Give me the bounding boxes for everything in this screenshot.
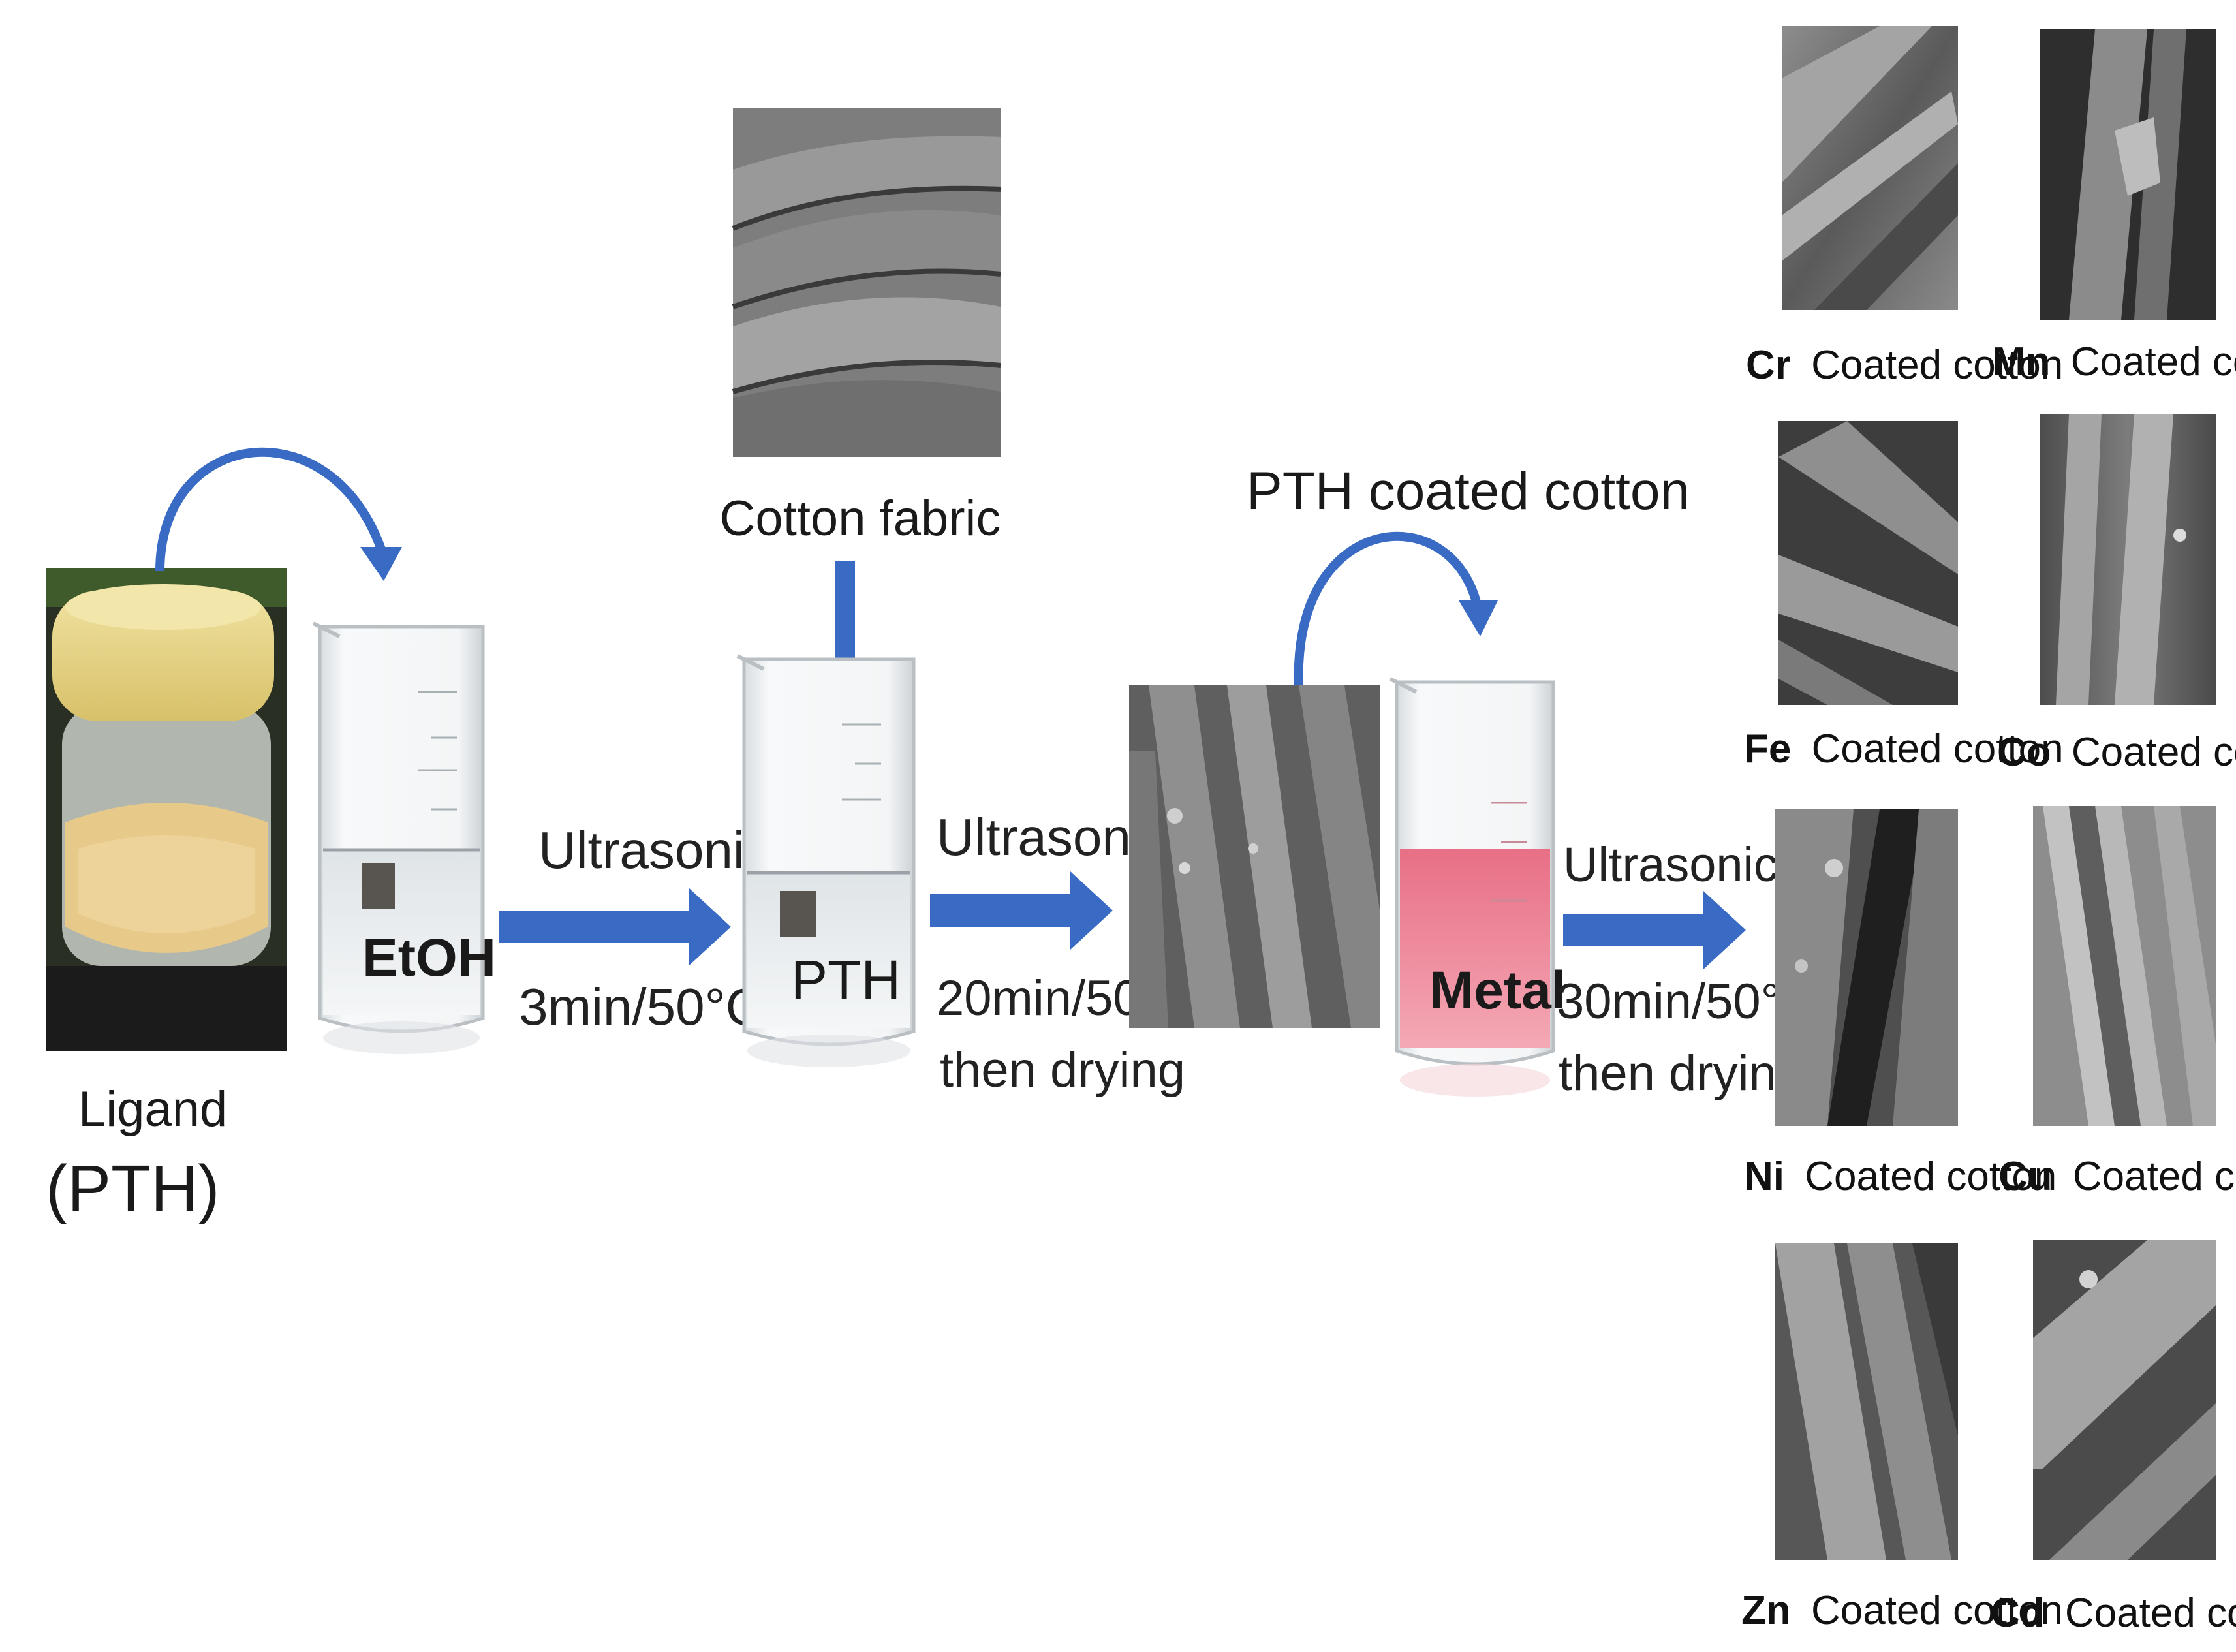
ligand-jar-photo [46, 568, 287, 1051]
curved-arrow-coated-to-metal [1294, 531, 1483, 686]
label-cu-element: Cu [1998, 1154, 2053, 1199]
sem-image-zn [1775, 1243, 1958, 1560]
metal-beaker [1389, 677, 1555, 1097]
label-cu-suffix: Coated cotton [2073, 1154, 2236, 1199]
step3-condition-1: 30min/50°C [1557, 974, 1816, 1029]
label-cd-suffix: Coated cotton [2065, 1591, 2236, 1636]
sem-image-cd [2033, 1240, 2216, 1560]
step3-method: Ultrasonic [1563, 837, 1778, 892]
sem-image-cr [1782, 26, 1958, 310]
sem-image-ni [1775, 809, 1958, 1126]
label-cr: Cr Coated cotton [1746, 343, 2063, 388]
pth-beaker [736, 654, 916, 1067]
sem-image-co [2040, 414, 2216, 705]
label-cr-suffix: Coated cotton [1811, 343, 2063, 388]
etoh-beaker [312, 621, 485, 1054]
step1-arrow [499, 888, 731, 966]
curved-arrow-ligand-to-etoh [155, 447, 390, 572]
pth-beaker-label: PTH [791, 949, 901, 1010]
label-ni: Ni Coated cotton [1744, 1154, 2057, 1199]
curved-arrow-ligand-head [360, 547, 402, 581]
label-zn: Zn Coated cotton [1741, 1588, 2063, 1633]
cotton-fabric-label: Cotton fabric [720, 491, 1001, 546]
sem-image-cu [2033, 806, 2216, 1126]
ligand-abbr-label: (PTH) [46, 1152, 220, 1225]
label-cd-element: Cd [1991, 1591, 2045, 1636]
label-cd: Cd Coated cotton [1991, 1591, 2236, 1636]
etoh-label: EtOH [362, 928, 496, 988]
label-mn-element: Mn [1992, 339, 2051, 384]
label-co-element: Co [1997, 730, 2051, 775]
metal-beaker-label: Metal [1429, 961, 1566, 1020]
step1-method: Ultrasonic [538, 821, 771, 879]
step1-condition: 3min/50°C [519, 978, 763, 1036]
ligand-label: Ligand [78, 1082, 227, 1137]
step2-arrow [930, 871, 1113, 950]
pth-coated-cotton-label: PTH coated cotton [1247, 461, 1690, 521]
step3-arrow [1563, 891, 1746, 969]
curved-arrow-coated-head [1459, 600, 1498, 636]
label-cu: Cu Coated cotton [1998, 1154, 2236, 1199]
label-ni-suffix: Coated cotton [1805, 1154, 2057, 1199]
label-cr-element: Cr [1746, 343, 1791, 388]
label-mn: Mn Coated cotton [1992, 339, 2236, 384]
sem-image-fe [1778, 421, 1958, 705]
label-zn-suffix: Coated cotton [1811, 1588, 2063, 1633]
sem-image-mn [2040, 29, 2216, 320]
label-ni-element: Ni [1744, 1154, 1784, 1199]
label-co: Co Coated cotton [1997, 730, 2236, 775]
label-mn-suffix: Coated cotton [2071, 339, 2236, 384]
label-fe: Fe Coated cotton [1744, 726, 2064, 771]
step2-condition-2: then drying [940, 1042, 1185, 1098]
step3-condition-2: then drying [1559, 1046, 1804, 1101]
label-fe-element: Fe [1744, 726, 1791, 771]
cotton-fabric-sem-image [732, 108, 1001, 457]
label-zn-element: Zn [1741, 1588, 1791, 1633]
pth-coated-cotton-sem-image [1129, 685, 1380, 1028]
label-fe-suffix: Coated cotton [1812, 726, 2064, 771]
label-co-suffix: Coated cotton [2072, 730, 2236, 775]
